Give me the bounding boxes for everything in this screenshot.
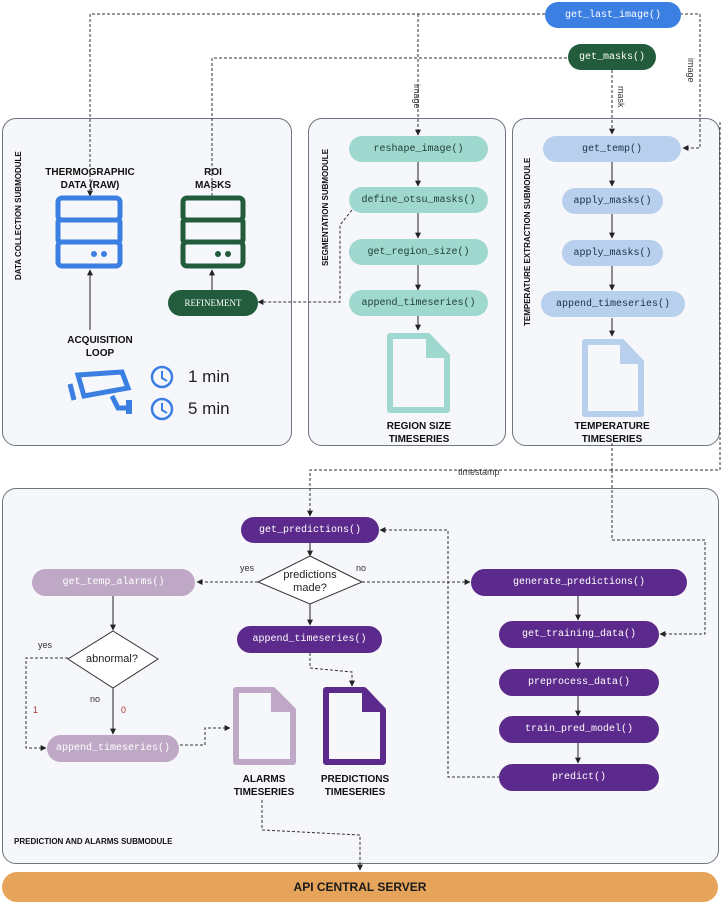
abnormal-decision-shape xyxy=(67,630,159,689)
data-collection-label: DATA COLLECTION SUBMODULE xyxy=(14,151,23,280)
roi-database-icon xyxy=(180,195,246,269)
connector-alarms-to-api xyxy=(261,800,363,871)
timer-5-min: 5 min xyxy=(188,399,230,418)
connector-timestamp xyxy=(310,120,721,516)
connector-last-image-to-get-temp xyxy=(680,13,701,151)
region-size-timeseries-title: REGION SIZE TIMESERIES xyxy=(386,421,452,445)
generate-predictions-node: generate_predictions() xyxy=(471,569,687,596)
predictions-made-decision-shape xyxy=(256,555,364,605)
get-training-data-node: get_training_data() xyxy=(499,621,659,648)
append-timeseries-pred-node: append_timeseries() xyxy=(237,626,382,653)
region-size-file-icon xyxy=(387,333,450,413)
reshape-image-node: reshape_image() xyxy=(349,136,488,162)
connector-last-image-to-thermo xyxy=(87,13,545,197)
get-temp-alarms-node: get_temp_alarms() xyxy=(32,569,195,596)
segmentation-panel xyxy=(308,118,506,446)
temperature-timeseries-title: TEMPERATURE TIMESERIES xyxy=(574,421,650,445)
api-central-server-bar: API CENTRAL SERVER xyxy=(2,872,718,902)
connector-temp-to-training xyxy=(611,470,706,637)
image-right-flow-label: image xyxy=(686,58,696,83)
image-flow-label: image xyxy=(412,84,422,109)
alarms-timeseries-title: ALARMS TIMESERIES xyxy=(233,774,295,798)
get-temp-node: get_temp() xyxy=(543,136,681,162)
alarms-file-icon xyxy=(233,687,296,765)
connector-abnormal-yes xyxy=(25,657,68,751)
thermographic-database-icon xyxy=(55,195,123,269)
decision-predictions-made-text: predictions made? xyxy=(283,569,337,594)
thermographic-data-title: THERMOGRAPHIC DATA (RAW) xyxy=(45,167,135,191)
yes-label-1: yes xyxy=(240,563,255,573)
value-one-label: 1 xyxy=(33,705,39,715)
decision-abnormal-text: abnormal? xyxy=(86,653,138,665)
append-timeseries-temp-node: append_timeseries() xyxy=(541,291,685,317)
get-predictions-node: get_predictions() xyxy=(241,517,379,543)
timer-1-min: 1 min xyxy=(188,367,230,386)
clock-icon xyxy=(150,397,174,421)
yes-label-2: yes xyxy=(38,640,53,650)
roi-masks-title: ROI MASKS xyxy=(194,167,232,191)
connector-append-to-alarms xyxy=(180,725,231,746)
timestamp-label: timestamp xyxy=(458,467,500,477)
acquisition-loop-title: ACQUISITION LOOP xyxy=(67,335,133,359)
train-pred-model-node: train_pred_model() xyxy=(499,716,659,743)
no-label-2: no xyxy=(90,694,101,704)
define-otsu-masks-node: define_otsu_masks() xyxy=(349,187,488,213)
temperature-extraction-label: TEMPERATURE EXTRACTION SUBMODULE xyxy=(523,157,532,326)
connector-predict-to-get-predictions xyxy=(379,527,500,778)
refinement-node: REFINEMENT xyxy=(168,290,258,316)
predictions-file-icon xyxy=(323,687,386,765)
segmentation-label: SEGMENTATION SUBMODULE xyxy=(321,148,330,266)
apply-masks-node-2: apply_masks() xyxy=(562,240,663,266)
connector-otsu-to-refinement xyxy=(257,209,353,305)
security-camera-icon xyxy=(67,369,132,414)
value-zero-label: 0 xyxy=(121,705,127,715)
append-timeseries-alarms-node: append_timeseries() xyxy=(47,735,179,762)
data-collection-panel xyxy=(2,118,292,446)
prediction-alarms-label: PREDICTION AND ALARMS SUBMODULE xyxy=(14,837,173,846)
temperature-file-icon xyxy=(582,339,644,417)
get-region-size-node: get_region_size() xyxy=(349,239,488,265)
connector-roi-to-masks xyxy=(211,57,568,196)
no-label-1: no xyxy=(356,563,367,573)
predict-node: predict() xyxy=(499,764,659,791)
get-last-image-node: get_last_image() xyxy=(545,2,681,28)
mask-flow-label: mask xyxy=(616,86,626,108)
connector-append-to-predictions xyxy=(309,653,355,687)
temperature-panel xyxy=(512,118,720,446)
predictions-timeseries-title: PREDICTIONS TIMESERIES xyxy=(320,774,390,798)
apply-masks-node-1: apply_masks() xyxy=(562,188,663,214)
preprocess-data-node: preprocess_data() xyxy=(499,669,659,696)
append-timeseries-seg-node: append_timeseries() xyxy=(349,290,488,316)
clock-icon xyxy=(150,365,174,389)
get-masks-node: get_masks() xyxy=(568,44,656,70)
